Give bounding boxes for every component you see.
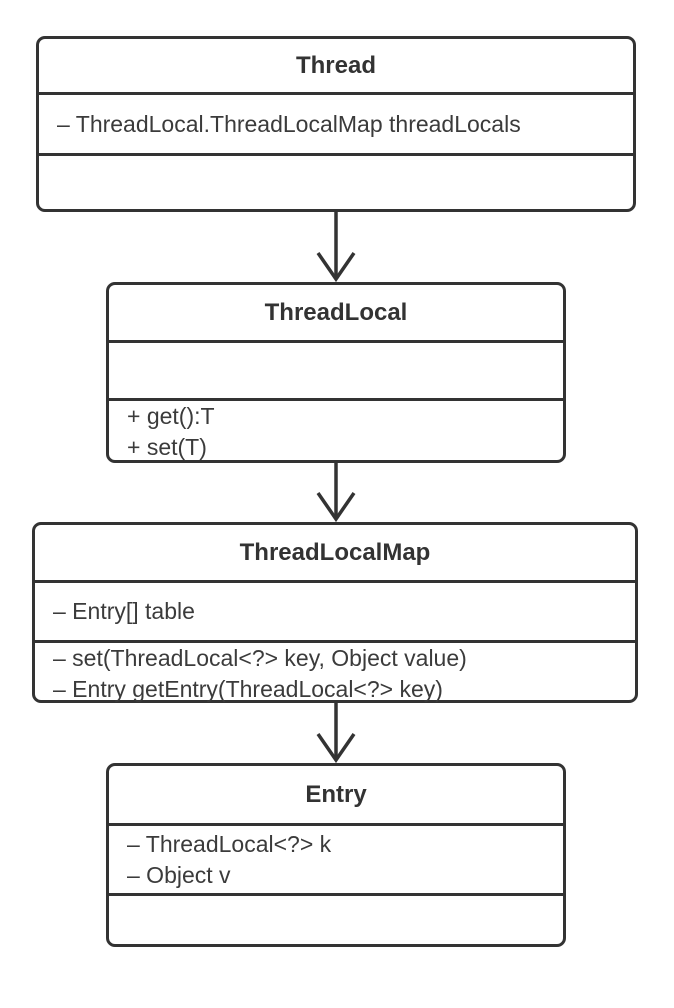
arrow-thread-to-threadlocal [316,212,356,283]
class-title: Entry [305,780,367,808]
attributes-section: – ThreadLocal.ThreadLocalMap threadLocal… [39,92,633,153]
attribute-line: – Object v [127,861,231,888]
arrow-threadlocalmap-to-entry [316,703,356,764]
class-box-threadlocal: ThreadLocal + get():T + set(T) [106,282,566,463]
attribute-line: – Entry[] table [53,598,195,624]
class-box-threadlocalmap: ThreadLocalMap – Entry[] table – set(Thr… [32,522,638,703]
attribute-line: – ThreadLocal.ThreadLocalMap threadLocal… [57,110,521,137]
method-line: + set(T) [127,434,207,460]
class-title: Thread [295,51,376,79]
methods-section: + get():T + set(T) [109,398,563,463]
class-title: ThreadLocal [264,298,408,326]
methods-section: – set(ThreadLocal<?> key, Object value) … [35,640,635,705]
arrow-threadlocal-to-threadlocalmap [316,463,356,523]
class-box-thread: Thread – ThreadLocal.ThreadLocalMap thre… [36,36,636,212]
attributes-section: – ThreadLocal<?> k – Object v [109,823,563,893]
method-line: + get():T [127,403,215,429]
method-line: – set(ThreadLocal<?> key, Object value) [53,645,467,671]
class-title: ThreadLocalMap [239,538,431,566]
methods-section-empty [39,153,633,209]
attributes-section: – Entry[] table [35,580,635,640]
attribute-line: – ThreadLocal<?> k [127,830,332,857]
attributes-section-empty [109,340,563,398]
methods-section-empty [109,893,563,944]
method-line: – Entry getEntry(ThreadLocal<?> key) [53,676,443,702]
class-box-entry: Entry – ThreadLocal<?> k – Object v [106,763,566,947]
